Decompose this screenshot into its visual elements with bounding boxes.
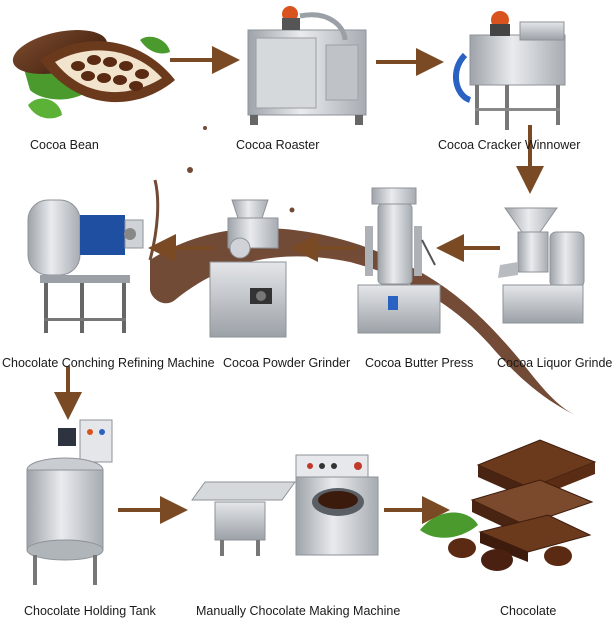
manually-chocolate-making-machine-image [191, 454, 379, 556]
label-cocoa-cracker-winnower: Cocoa Cracker Winnower [438, 138, 581, 152]
cocoa-liquor-grinder-image [498, 207, 585, 324]
cocoa-roaster-image [247, 6, 367, 125]
label-cocoa-powder-grinder: Cocoa Powder Grinder [223, 356, 351, 370]
label-chocolate-conching-refining-machine: Chocolate Conching Refining Machine [2, 356, 215, 370]
chocolate-image [420, 439, 597, 571]
label-cocoa-bean: Cocoa Bean [30, 138, 99, 152]
label-cocoa-roaster: Cocoa Roaster [236, 138, 320, 152]
label-chocolate-holding-tank: Chocolate Holding Tank [24, 604, 156, 618]
label-manually-chocolate-making-machine: Manually Chocolate Making Machine [196, 604, 401, 618]
chocolate-holding-tank-image [26, 419, 113, 585]
chocolate-conching-refining-machine-image [27, 199, 144, 333]
cocoa-bean-image [12, 30, 175, 119]
label-chocolate: Chocolate [500, 604, 557, 618]
cocoa-cracker-winnower-image [453, 11, 566, 130]
cocoa-powder-grinder-image [209, 199, 287, 338]
label-cocoa-liquor-grinder: Cocoa Liquor Grinder [497, 356, 612, 370]
flow-arrows [54, 46, 544, 524]
label-cocoa-butter-press: Cocoa Butter Press [365, 356, 474, 370]
cocoa-butter-press-image [357, 187, 441, 334]
